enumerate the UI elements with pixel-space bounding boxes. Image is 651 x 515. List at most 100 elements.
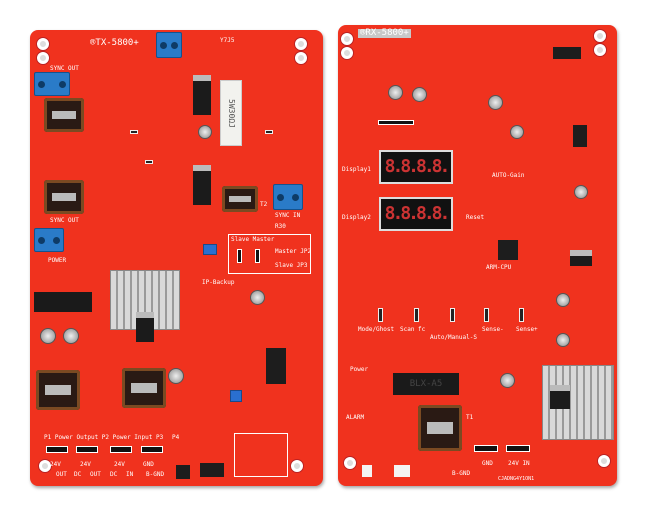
label: IN: [126, 471, 134, 478]
capacitor: [556, 293, 570, 307]
capacitor: [412, 87, 427, 102]
label: 24V: [80, 461, 91, 468]
capacitor: [40, 328, 56, 344]
mount-hole: [291, 460, 303, 472]
pin-header[interactable]: [378, 120, 414, 125]
power-transistor: [136, 312, 154, 342]
capacitor: [556, 333, 570, 347]
alarm-label: ALARM: [346, 414, 365, 421]
power-resistor: 5W30ΩJ: [220, 80, 242, 146]
seven-segment-display-2: 8.8.8.8.: [379, 197, 453, 231]
board-title: ®RX-5800+: [358, 28, 411, 38]
mode-ghost-label: Mode/Ghost: [358, 326, 395, 333]
p4-label: P4: [172, 434, 180, 441]
trimmer-potentiometer[interactable]: [203, 244, 217, 255]
button-scan-fc[interactable]: [414, 308, 419, 322]
mount-hole: [594, 30, 606, 42]
smd-component: [130, 130, 138, 134]
t2-label: T2: [260, 201, 268, 208]
board-title: ®TX-5800+: [90, 38, 139, 48]
jp2-label: Master JP2: [275, 248, 312, 255]
capacitor: [500, 373, 515, 388]
jumper[interactable]: [237, 249, 242, 263]
label: GND: [143, 461, 154, 468]
inductor: [44, 180, 84, 214]
b-gnd-label: B-GND: [452, 470, 471, 477]
mount-hole: [341, 33, 353, 45]
auto-gain-label: AUTO-Gain: [492, 172, 525, 179]
power-label: Power: [350, 366, 369, 373]
capacitor: [510, 125, 524, 139]
button-sense-plus[interactable]: [519, 308, 524, 322]
regulator: [193, 75, 211, 115]
mount-hole: [594, 44, 606, 56]
t1-label: T1: [466, 414, 474, 421]
mount-hole: [341, 47, 353, 59]
sense-plus-label: Sense+: [516, 326, 538, 333]
sync-out-label: SYNC OUT: [50, 65, 79, 72]
header-row-label: P1 Power Output P2 Power Input P3: [44, 434, 164, 441]
r30-label: R30: [275, 223, 286, 230]
ic: [176, 465, 190, 479]
arm-cpu-chip: [498, 240, 518, 260]
board-code: CJADNG4Y1ON1: [498, 476, 535, 482]
mount-hole: [295, 38, 307, 50]
corner-text: Y7J5: [220, 37, 235, 44]
ic: [266, 348, 286, 384]
smd-component: [145, 160, 153, 164]
label: OUT: [90, 471, 101, 478]
button-mode-ghost[interactable]: [378, 308, 383, 322]
sync-in-label: SYNC IN: [275, 212, 301, 219]
label: 24V: [50, 461, 61, 468]
label: 24V: [114, 461, 125, 468]
connector[interactable]: [362, 465, 372, 477]
sync-out-label: SYNC OUT: [50, 217, 79, 224]
power-transistor: [550, 385, 570, 409]
relay: BLX-A5: [393, 373, 459, 395]
capacitor: [250, 290, 265, 305]
capacitor: [198, 125, 212, 139]
header-p4[interactable]: [141, 446, 163, 453]
terminal-block: [156, 32, 182, 58]
display1-label: Display1: [342, 166, 371, 173]
sensor-box: [234, 433, 288, 477]
button-sense-minus[interactable]: [484, 308, 489, 322]
label: OUT: [56, 471, 67, 478]
label: DC: [110, 471, 118, 478]
mount-hole: [37, 38, 49, 50]
header-gnd[interactable]: [474, 445, 498, 452]
header-p3[interactable]: [110, 446, 132, 453]
arm-cpu-label: ARM-CPU: [486, 264, 512, 271]
capacitor: [488, 95, 503, 110]
trimmer-potentiometer[interactable]: [230, 390, 242, 402]
header-p1[interactable]: [46, 446, 68, 453]
jumper-label: Slave Master: [231, 236, 275, 243]
smd-component: [265, 130, 273, 134]
header-24v-in[interactable]: [506, 445, 530, 452]
reset-label: Reset: [466, 214, 485, 221]
terminal-block-sync-out: [34, 72, 70, 96]
24v-in-label: 24V IN: [508, 460, 530, 467]
mount-hole: [37, 52, 49, 64]
jumper[interactable]: [255, 249, 260, 263]
auto-manual-label: Auto/Manual-S: [430, 334, 477, 341]
scan-fc-label: Scan fc: [400, 326, 426, 333]
ic: [200, 463, 224, 477]
capacitor: [168, 368, 184, 384]
terminal-block-sync-out: [34, 228, 64, 252]
header-p2[interactable]: [76, 446, 98, 453]
button-auto-manual[interactable]: [450, 308, 455, 322]
regulator: [570, 250, 592, 266]
relay: [34, 292, 92, 312]
transformer-t1: [418, 405, 462, 451]
connector[interactable]: [394, 465, 410, 477]
mount-hole: [39, 460, 51, 472]
mount-hole: [344, 457, 356, 469]
label: B-GND: [146, 471, 165, 478]
sense-minus-label: Sense-: [482, 326, 504, 333]
regulator: [193, 165, 211, 205]
capacitor: [574, 185, 588, 199]
seven-segment-display-1: 8.8.8.8.: [379, 150, 453, 184]
mount-hole: [295, 52, 307, 64]
inductor: [44, 98, 84, 132]
